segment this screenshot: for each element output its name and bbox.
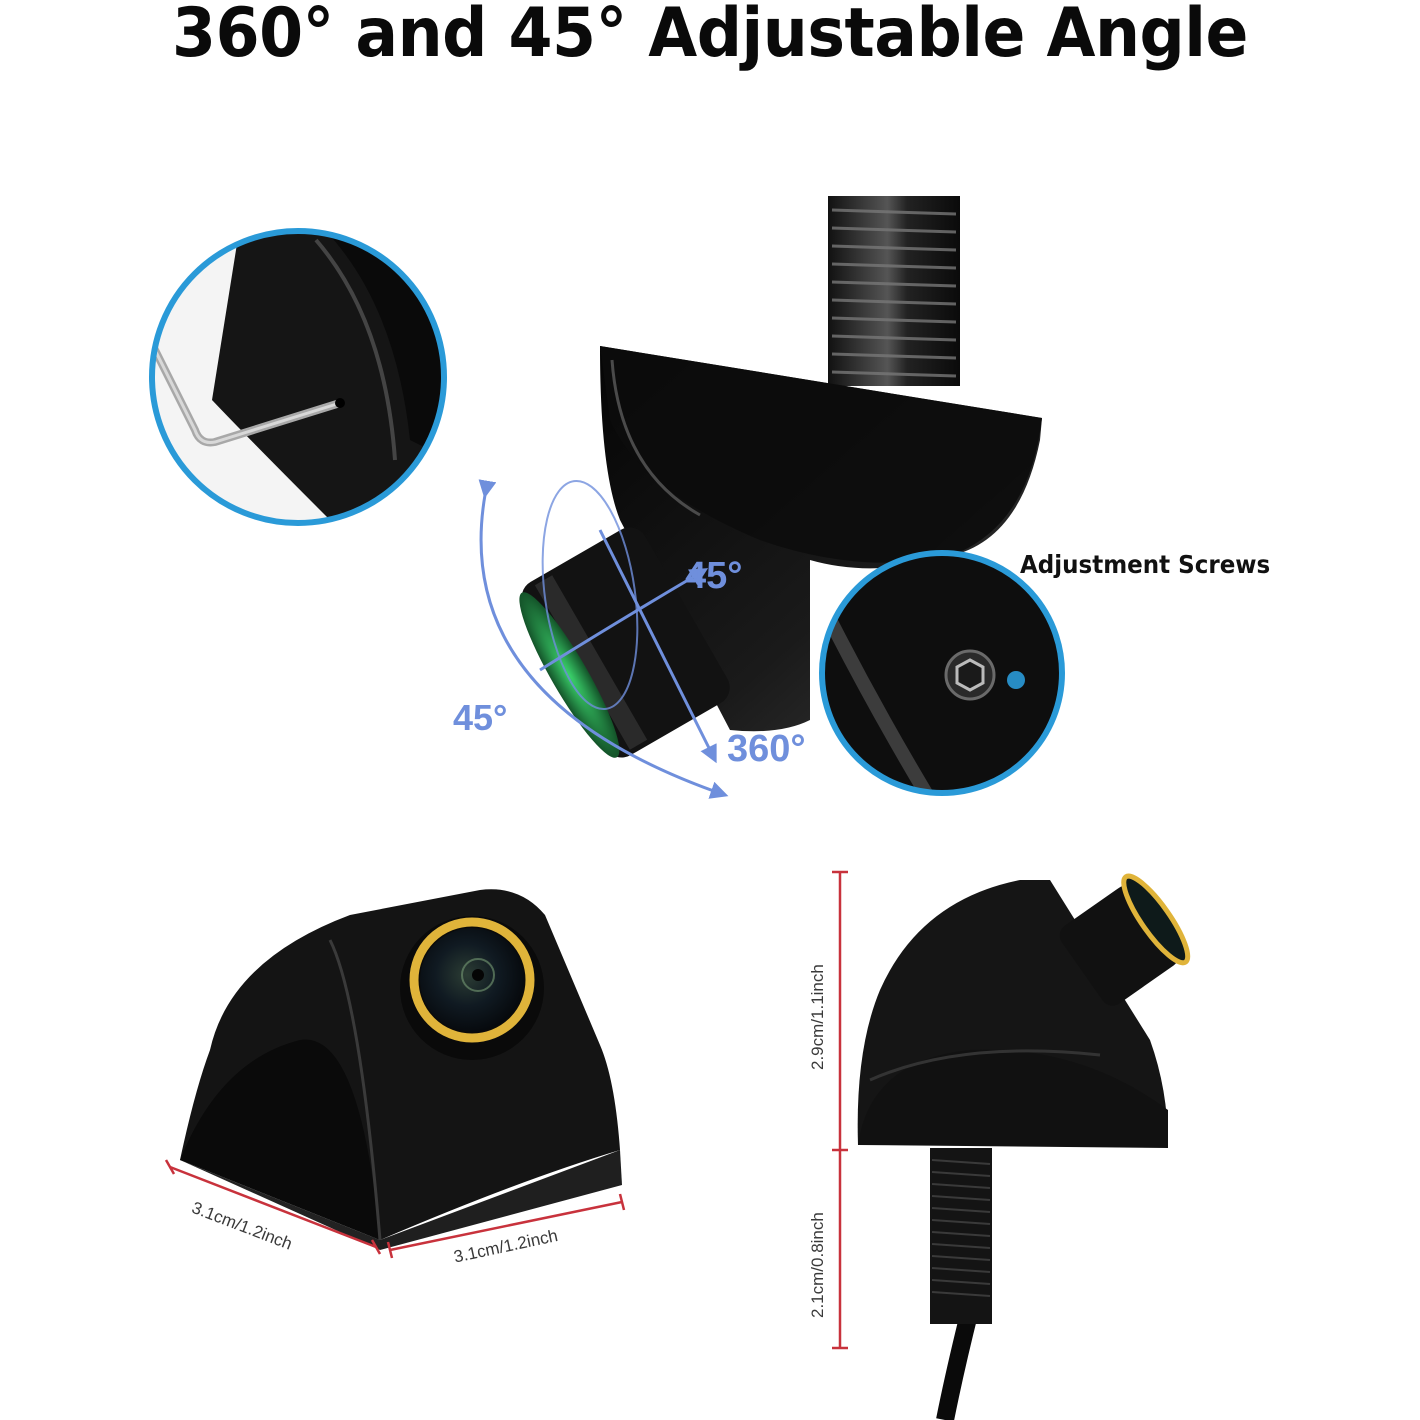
adjustment-screws-label: Adjustment Screws [1020, 550, 1271, 579]
camera-side-view [857, 873, 1191, 1420]
angle-label-rotation: 360° [727, 728, 806, 770]
dimension-lines-width [164, 1159, 626, 1259]
zoom-circle-allen-key [149, 228, 447, 526]
page-title: 360° and 45° Adjustable Angle [172, 0, 1248, 73]
angle-annotations [478, 479, 729, 799]
dimension-lines-height [832, 870, 848, 1350]
dimension-height-body: 2.9cm/1.1inch [808, 964, 827, 1070]
camera-front-view [180, 889, 622, 1250]
angle-label-tilt-left: 45° [453, 697, 508, 738]
zoom-circle-adjustment-screw [819, 550, 1065, 796]
dimension-height-screw: 2.1cm/0.8inch [808, 1212, 827, 1318]
angle-label-tilt-top: 45° [685, 555, 743, 597]
